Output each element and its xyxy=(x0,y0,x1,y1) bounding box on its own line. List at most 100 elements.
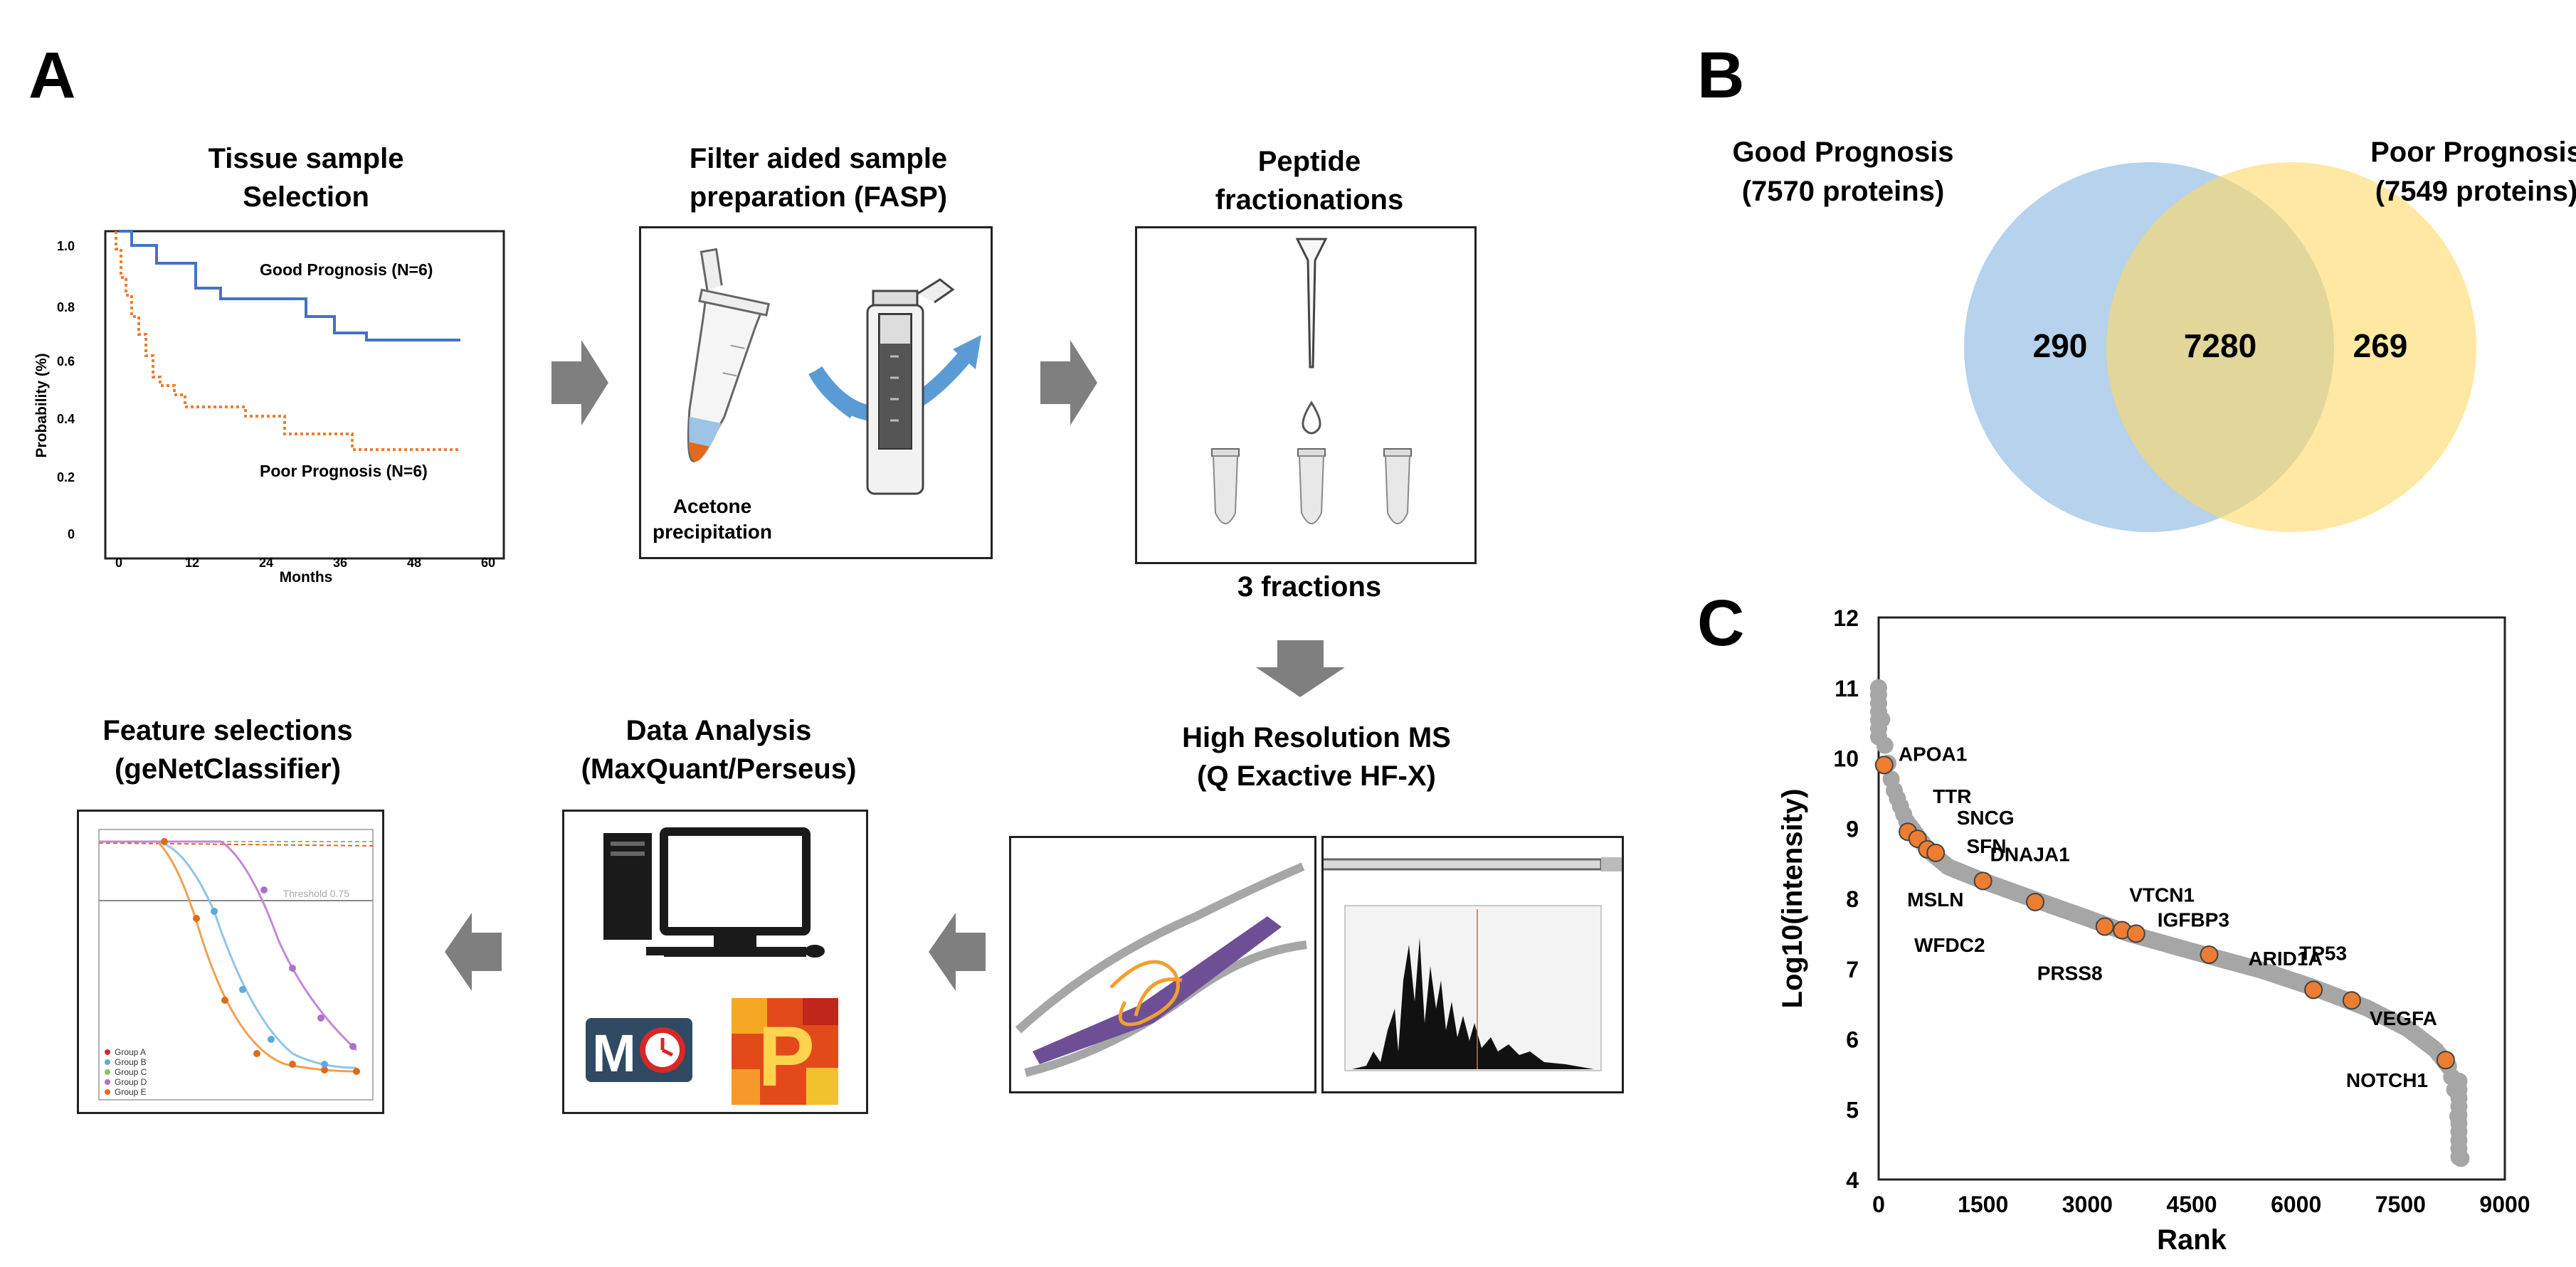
km-xtick: 0 xyxy=(115,556,122,570)
y-tick-label: 7 xyxy=(1846,957,1859,982)
features-title-line2: (geNetClassifier) xyxy=(115,753,341,785)
x-tick-label: 0 xyxy=(1872,1192,1885,1217)
venn-left-subtitle: (7570 proteins) xyxy=(1742,176,1945,207)
km-good-curve xyxy=(119,230,460,341)
km-poor-curve xyxy=(115,231,460,452)
analysis-box: M P xyxy=(562,810,868,1114)
highlight-label: TP53 xyxy=(2299,942,2347,964)
genet-plot: Threshold 0.75 Group A Group B Group C G… xyxy=(98,829,374,1101)
highlight-point xyxy=(2342,991,2361,1010)
highlight-point xyxy=(2200,945,2219,964)
features-title: Feature selections (geNetClassifier) xyxy=(71,711,384,788)
peptide-illustration xyxy=(1211,238,1412,524)
highlight-point xyxy=(2436,1051,2455,1070)
highlight-point xyxy=(2304,980,2323,1000)
tissue-title-line1: Tissue sample xyxy=(208,143,404,174)
peptide-title: Peptide fractionations xyxy=(1139,142,1480,219)
legend-item: Group E xyxy=(115,1087,147,1097)
fasp-caption-line2: precipitation xyxy=(653,521,772,543)
peptide-title-line2: fractionations xyxy=(1215,184,1404,216)
y-tick-label: 12 xyxy=(1833,605,1859,631)
km-xtick: 24 xyxy=(259,556,273,570)
tissue-title-line2: Selection xyxy=(243,181,369,213)
y-tick-label: 4 xyxy=(1846,1167,1859,1193)
legend-item: Group A xyxy=(115,1047,146,1057)
fraction-tube-icon xyxy=(1383,448,1412,524)
highlight-point xyxy=(1973,871,1992,891)
ms-title-line1: High Resolution MS xyxy=(1182,722,1451,753)
km-xtick: 60 xyxy=(481,556,495,570)
highlight-label: PRSS8 xyxy=(2037,963,2103,985)
km-xlabel: Months xyxy=(280,569,333,585)
highlight-point xyxy=(2095,917,2114,936)
fraction-tube-icon xyxy=(1211,448,1240,524)
ion-trap-illustration xyxy=(1015,862,1307,1077)
km-frame xyxy=(104,230,505,560)
highlight-label: VTCN1 xyxy=(2129,884,2195,906)
km-ytick: 0 xyxy=(68,527,75,541)
highlight-label: IGFBP3 xyxy=(2158,908,2229,931)
peptide-title-line1: Peptide xyxy=(1257,146,1361,177)
highlight-label: SFN xyxy=(1966,835,2006,857)
pipette-tip-icon xyxy=(1295,238,1328,369)
km-poor-label: Poor Prognosis (N=6) xyxy=(260,462,428,480)
y-tick-label: 11 xyxy=(1835,676,1859,701)
highlight-label: APOA1 xyxy=(1899,743,1967,765)
venn-circle-poor xyxy=(2106,162,2476,532)
highlight-point xyxy=(2026,892,2044,911)
peptide-caption: 3 fractions xyxy=(1237,571,1382,603)
fraction-tube-icon xyxy=(1297,448,1326,524)
venn-left-title: Good Prognosis xyxy=(1732,137,1953,168)
km-good-label: Good Prognosis (N=6) xyxy=(260,260,433,279)
ms-title-line2: (Q Exactive HF-X) xyxy=(1197,760,1436,792)
highlight-label: SNCG xyxy=(1957,807,2015,829)
venn-right-only-count: 269 xyxy=(2353,327,2408,364)
panel-label-b: B xyxy=(1697,39,1745,112)
fasp-illustration: Acetone precipitation xyxy=(653,248,981,543)
y-tick-label: 6 xyxy=(1846,1027,1859,1053)
highlight-label: NOTCH1 xyxy=(2346,1069,2428,1091)
maxquant-logo-letter: M xyxy=(592,1024,636,1083)
x-tick-label: 1500 xyxy=(1958,1192,2008,1217)
km-xtick: 12 xyxy=(185,556,199,570)
km-xtick: 36 xyxy=(333,556,347,570)
ms-title: High Resolution MS (Q Exactive HF-X) xyxy=(1131,719,1501,795)
km-ytick: 1.0 xyxy=(57,239,75,253)
data-point xyxy=(1870,686,1887,704)
km-ytick: 0.2 xyxy=(57,470,75,484)
km-ytick: 0.8 xyxy=(57,300,75,314)
tissue-title: Tissue sample Selection xyxy=(121,139,491,216)
fasp-title: Filter aided sample preparation (FASP) xyxy=(626,139,1010,216)
venn-diagram: Good Prognosis (7570 proteins) Poor Prog… xyxy=(1732,137,2576,532)
ms-ion-box xyxy=(1009,836,1316,1093)
features-box: Threshold 0.75 Group A Group B Group C G… xyxy=(77,810,384,1114)
y-tick-label: 10 xyxy=(1833,746,1859,772)
ms-spectrum-box xyxy=(1319,836,1624,1093)
peptide-box xyxy=(1135,226,1477,564)
x-tick-label: 7500 xyxy=(2375,1192,2426,1217)
fasp-caption-line1: Acetone xyxy=(673,495,751,517)
fasp-title-line1: Filter aided sample xyxy=(689,143,948,174)
legend-item: Group D xyxy=(115,1077,147,1087)
computer-icon xyxy=(603,827,825,958)
km-ytick: 0.6 xyxy=(57,354,75,369)
data-point xyxy=(2450,1148,2468,1166)
km-plot: Probability (%) Months 1.0 0.8 0.6 0.4 0… xyxy=(33,230,505,585)
venn-left-only-count: 290 xyxy=(2033,327,2088,364)
analysis-illustration: M P xyxy=(586,827,838,1105)
highlight-label: DNAJA1 xyxy=(1990,843,2070,865)
filter-unit-icon xyxy=(808,278,981,495)
panel-label-a: A xyxy=(28,39,76,112)
km-ytick: 0.4 xyxy=(57,412,75,426)
y-tick-label: 9 xyxy=(1846,816,1859,842)
legend-item: Group C xyxy=(115,1067,147,1077)
flow-arrow xyxy=(929,913,986,991)
highlight-label: TTR xyxy=(1933,785,1971,807)
flow-arrow xyxy=(1040,340,1097,425)
highlight-point xyxy=(1874,756,1894,775)
x-tick-label: 3000 xyxy=(2062,1192,2113,1217)
maxquant-logo: M xyxy=(586,1018,692,1083)
perseus-logo-letter: P xyxy=(758,1009,815,1104)
highlight-label: ARID1A xyxy=(2248,948,2322,970)
